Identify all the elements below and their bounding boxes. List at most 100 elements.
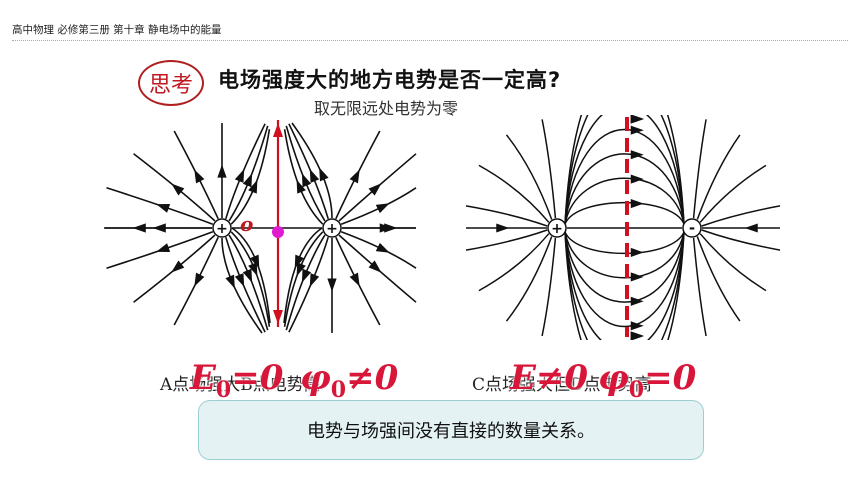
charge-right-sign: + bbox=[326, 221, 338, 237]
formula-e0-rest: =0 bbox=[231, 358, 284, 398]
charge-left-positive bbox=[212, 218, 232, 238]
dipole-outer-line bbox=[701, 205, 781, 227]
conclusion-box: 电势与场强间没有直接的数量关系。 bbox=[198, 400, 704, 460]
dipole-outer-line bbox=[465, 229, 548, 251]
formula-e0-subscript: 0 bbox=[215, 376, 232, 403]
dipole-outer-line bbox=[699, 164, 767, 223]
dipole-outer-line bbox=[701, 229, 781, 251]
formula-phi-neq-symbol: φ bbox=[300, 358, 331, 398]
field-line bbox=[285, 125, 326, 222]
field-arrow bbox=[309, 168, 320, 183]
field-arrow bbox=[296, 179, 306, 194]
field-arrow bbox=[294, 254, 304, 269]
dipole-field-arrow bbox=[630, 115, 644, 124]
field-arrow bbox=[301, 268, 312, 283]
dipole-outer-line bbox=[505, 134, 553, 220]
field-line bbox=[228, 234, 269, 331]
field-arrow bbox=[319, 167, 329, 182]
dipole-field-line bbox=[564, 202, 685, 225]
field-lines-left bbox=[104, 122, 417, 334]
dipole-outer-line bbox=[692, 119, 707, 219]
field-arrow bbox=[171, 183, 185, 196]
field-arrow bbox=[248, 179, 258, 194]
header-divider bbox=[12, 40, 848, 41]
dipole-field-arrow bbox=[630, 150, 644, 160]
dipole-outer-line bbox=[692, 237, 707, 337]
field-arrow bbox=[248, 262, 258, 277]
field-arrow bbox=[368, 260, 382, 273]
dipole-field-line bbox=[564, 231, 685, 340]
dipole-field-diagram: + - bbox=[465, 115, 781, 340]
dipole-field-line bbox=[564, 177, 685, 225]
formula-potential-nonzero: φ0≠0 bbox=[300, 358, 398, 403]
field-arrow bbox=[349, 169, 360, 184]
formula-field-zero: E0=0 bbox=[190, 358, 283, 403]
dipole-positive-charge bbox=[547, 218, 567, 238]
midline-arrow-bottom bbox=[273, 310, 283, 324]
field-lines-right bbox=[465, 115, 781, 340]
formula-phi-neq-rest: ≠0 bbox=[346, 358, 399, 398]
like-charges-field-diagram: + + o bbox=[104, 120, 417, 334]
point-o-label: o bbox=[240, 212, 253, 236]
field-line bbox=[285, 234, 326, 331]
field-line bbox=[291, 122, 333, 219]
formula-e0-symbol: E bbox=[190, 358, 216, 398]
field-arrow bbox=[327, 278, 337, 292]
formula-phi0-symbol: φ bbox=[598, 358, 629, 398]
dipole-negative-charge bbox=[682, 218, 702, 238]
field-arrow bbox=[234, 168, 245, 183]
field-arrow bbox=[194, 169, 205, 184]
dipole-field-arrow bbox=[630, 125, 644, 135]
field-line bbox=[228, 125, 269, 222]
field-arrow bbox=[242, 173, 253, 188]
midline-arrow-top bbox=[273, 123, 283, 137]
dipole-field-line bbox=[564, 231, 685, 279]
question-title: 电场强度大的地方电势是否一定高? bbox=[218, 68, 562, 92]
dipole-outer-line bbox=[696, 134, 741, 220]
field-arrow bbox=[309, 273, 320, 288]
axis-arrow-right bbox=[384, 223, 398, 233]
dipole-field-line bbox=[564, 231, 685, 303]
think-badge: 思考 bbox=[138, 60, 204, 106]
field-arrow bbox=[368, 183, 382, 196]
dipole-outer-line bbox=[541, 119, 557, 219]
dipole-field-arrow bbox=[630, 247, 644, 257]
field-arrow bbox=[234, 273, 245, 288]
dipole-field-arrow bbox=[630, 199, 644, 209]
dipole-field-arrow bbox=[630, 296, 644, 306]
dipole-field-line bbox=[564, 115, 685, 225]
field-arrow bbox=[171, 260, 185, 273]
charge-right-positive bbox=[322, 218, 342, 238]
field-arrow bbox=[225, 274, 235, 289]
axis-arrow-left bbox=[132, 223, 146, 233]
dipole-field-arrow bbox=[630, 331, 644, 340]
formula-field-nonzero: E≠0 bbox=[510, 358, 589, 398]
dipole-negative-sign: - bbox=[689, 219, 695, 237]
formula-phi0-subscript: 0 bbox=[628, 376, 645, 403]
dipole-field-arrow bbox=[630, 174, 644, 184]
caption-right: C点场强大但D点电势高 bbox=[472, 375, 652, 395]
page-header: 高中物理 必修第三册 第十章 静电场中的能量 bbox=[12, 24, 222, 36]
field-arrow bbox=[156, 243, 171, 253]
dipole-field-line bbox=[564, 129, 685, 225]
dipole-field-arrow bbox=[630, 272, 644, 282]
dipole-outer-line bbox=[541, 237, 557, 337]
field-arrow bbox=[156, 203, 171, 213]
field-arrow bbox=[217, 164, 227, 178]
dipole-field-line bbox=[564, 231, 685, 340]
field-arrow bbox=[194, 272, 205, 287]
dipole-field-line bbox=[564, 153, 685, 225]
formula-phi0-rest: =0 bbox=[644, 358, 697, 398]
zero-potential-note: 取无限远处电势为零 bbox=[314, 99, 459, 118]
caption-left: A点场强大B点电势高 bbox=[160, 375, 321, 395]
dipole-field-line bbox=[564, 115, 685, 225]
dipole-positive-sign: + bbox=[551, 221, 563, 237]
dipole-field-line bbox=[564, 231, 685, 327]
dipole-axis-arrow-right bbox=[744, 223, 758, 233]
charge-left-sign: + bbox=[216, 221, 228, 237]
dipole-field-line bbox=[564, 231, 685, 340]
dipole-field-line bbox=[564, 115, 685, 225]
dipole-outer-line bbox=[478, 164, 550, 223]
field-arrow bbox=[296, 262, 306, 277]
dipole-field-line bbox=[564, 231, 685, 254]
